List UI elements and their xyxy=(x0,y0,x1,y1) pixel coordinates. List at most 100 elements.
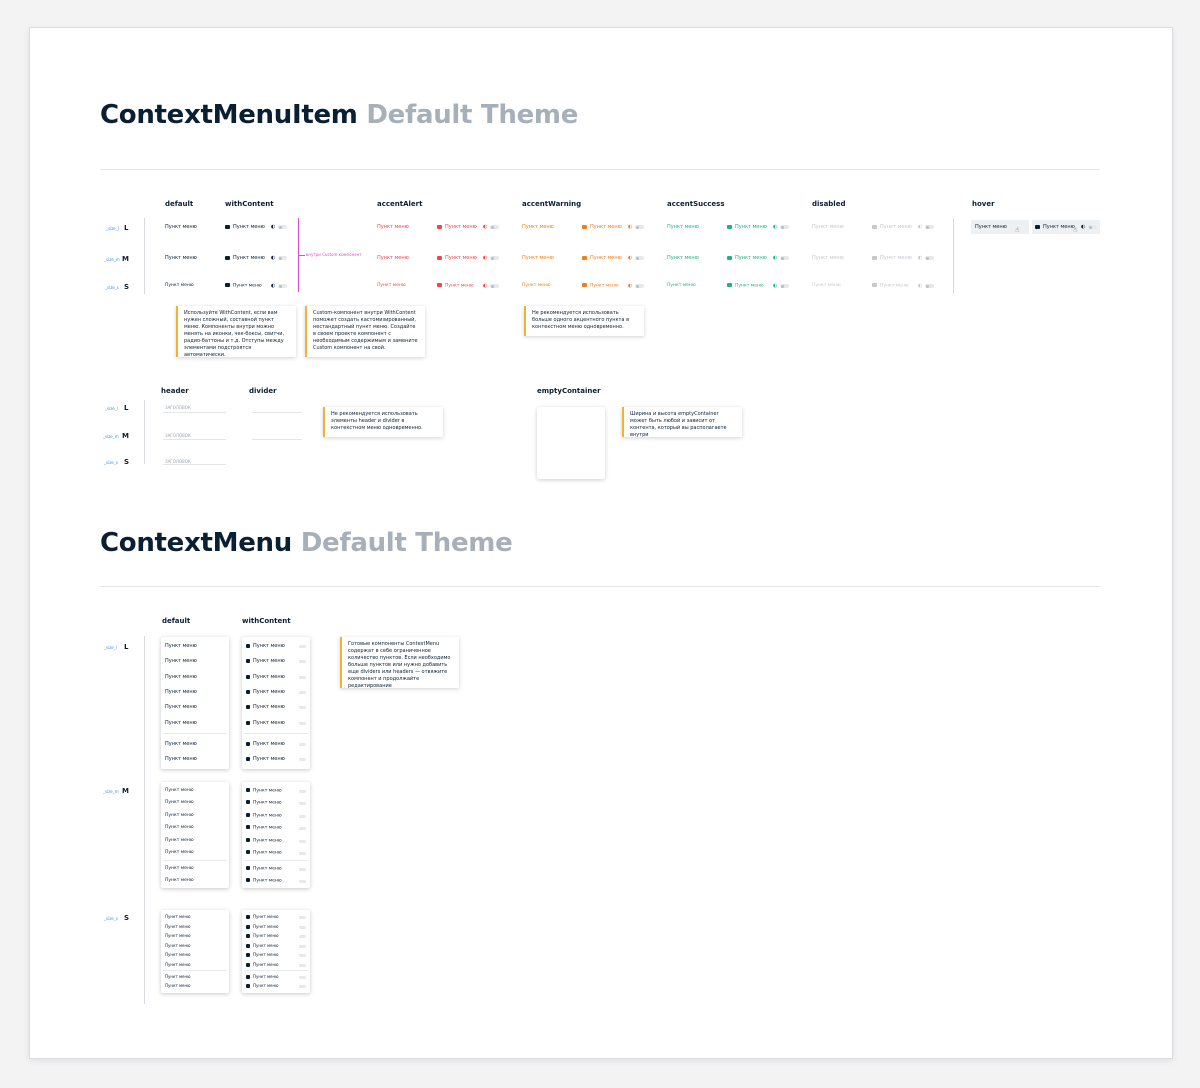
menu-item[interactable]: Пункт меню xyxy=(165,878,194,883)
toggle-switch[interactable] xyxy=(635,256,644,260)
menu-item-withcontent[interactable]: Пункт меню xyxy=(225,283,262,289)
menu-item[interactable]: Пункт меню xyxy=(246,838,282,844)
menu-item[interactable]: Пункт меню xyxy=(165,943,191,948)
menu-item[interactable]: Пункт меню xyxy=(165,825,194,830)
menu-item[interactable]: Пункт меню xyxy=(165,983,191,988)
toggle-switch[interactable] xyxy=(299,743,306,746)
toggle-switch[interactable] xyxy=(299,926,306,929)
menu-item[interactable]: Пункт меню xyxy=(246,788,282,794)
menu-item-default[interactable]: Пункт меню xyxy=(165,255,197,261)
menu-item[interactable]: Пункт меню xyxy=(246,720,285,726)
toggle-switch[interactable] xyxy=(299,935,306,938)
menu-item-warning-content[interactable]: Пункт меню xyxy=(582,224,622,230)
menu-item[interactable]: Пункт меню xyxy=(246,689,285,695)
toggle-switch[interactable] xyxy=(299,802,306,805)
menu-item[interactable]: Пункт меню xyxy=(246,756,285,762)
menu-item[interactable]: Пункт меню xyxy=(246,643,285,649)
menu-item[interactable]: Пункт меню xyxy=(246,952,278,957)
toggle-switch[interactable] xyxy=(299,852,306,855)
menu-item[interactable]: Пункт меню xyxy=(246,800,282,806)
menu-item[interactable]: Пункт меню xyxy=(165,813,194,818)
menu-item-alert-content[interactable]: Пункт меню xyxy=(437,255,477,261)
menu-item[interactable]: Пункт меню xyxy=(165,924,191,929)
menu-item[interactable]: Пункт меню xyxy=(246,943,278,948)
toggle-switch[interactable] xyxy=(299,954,306,957)
menu-item-default[interactable]: Пункт меню xyxy=(165,224,197,230)
menu-item[interactable]: Пункт меню xyxy=(165,674,197,680)
toggle-switch[interactable] xyxy=(299,758,306,761)
toggle-switch[interactable] xyxy=(299,691,306,694)
menu-item[interactable]: Пункт меню xyxy=(246,914,278,919)
menu-item-warning[interactable]: Пункт меню xyxy=(522,283,551,288)
toggle-switch[interactable] xyxy=(299,945,306,948)
menu-item-success[interactable]: Пункт меню xyxy=(667,255,699,261)
toggle-switch[interactable] xyxy=(299,815,306,818)
menu-item[interactable]: Пункт меню xyxy=(165,866,194,871)
menu-item-warning[interactable]: Пункт меню xyxy=(522,224,554,230)
toggle-switch[interactable] xyxy=(278,256,287,260)
menu-item[interactable]: Пункт меню xyxy=(246,674,285,680)
toggle-switch[interactable] xyxy=(780,284,789,288)
menu-item[interactable]: Пункт меню xyxy=(165,741,197,747)
menu-item-alert-content[interactable]: Пункт меню xyxy=(437,283,474,289)
menu-item[interactable]: Пункт меню xyxy=(246,866,282,872)
menu-item-alert[interactable]: Пункт меню xyxy=(377,255,409,261)
menu-item[interactable]: Пункт меню xyxy=(165,720,197,726)
menu-item-default[interactable]: Пункт меню xyxy=(165,283,194,288)
toggle-switch[interactable] xyxy=(1088,225,1097,229)
menu-item[interactable]: Пункт меню xyxy=(165,658,197,664)
menu-item[interactable]: Пункт меню xyxy=(165,952,191,957)
menu-item-alert-content[interactable]: Пункт меню xyxy=(437,224,477,230)
menu-item-success[interactable]: Пункт меню xyxy=(667,224,699,230)
menu-item[interactable]: Пункт меню xyxy=(165,933,191,938)
menu-item[interactable]: Пункт меню xyxy=(165,962,191,967)
menu-item[interactable]: Пункт меню xyxy=(246,983,278,988)
toggle-switch[interactable] xyxy=(299,645,306,648)
menu-item[interactable]: Пункт меню xyxy=(246,924,278,929)
menu-item[interactable]: Пункт меню xyxy=(246,704,285,710)
menu-item-warning[interactable]: Пункт меню xyxy=(522,255,554,261)
toggle-switch[interactable] xyxy=(299,827,306,830)
menu-item[interactable]: Пункт меню xyxy=(165,850,194,855)
menu-item[interactable]: Пункт меню xyxy=(165,704,197,710)
menu-item-warning-content[interactable]: Пункт меню xyxy=(582,283,619,289)
toggle-switch[interactable] xyxy=(635,284,644,288)
toggle-switch[interactable] xyxy=(490,225,499,229)
menu-item-success-content[interactable]: Пункт меню xyxy=(727,255,767,261)
menu-item[interactable]: Пункт меню xyxy=(165,838,194,843)
toggle-switch[interactable] xyxy=(278,225,287,229)
toggle-switch[interactable] xyxy=(490,256,499,260)
menu-item-alert[interactable]: Пункт меню xyxy=(377,224,409,230)
menu-item[interactable]: Пункт меню xyxy=(246,850,282,856)
menu-item[interactable]: Пункт меню xyxy=(165,689,197,695)
menu-item-withcontent[interactable]: Пункт меню xyxy=(225,255,265,261)
menu-item-hover-content[interactable]: Пункт меню xyxy=(1035,224,1075,230)
toggle-switch[interactable] xyxy=(278,284,287,288)
toggle-switch[interactable] xyxy=(780,225,789,229)
menu-item[interactable]: Пункт меню xyxy=(165,756,197,762)
menu-item[interactable]: Пункт меню xyxy=(246,658,285,664)
menu-item[interactable]: Пункт меню xyxy=(165,788,194,793)
toggle-switch[interactable] xyxy=(780,256,789,260)
menu-item-withcontent[interactable]: Пункт меню xyxy=(225,224,265,230)
menu-item[interactable]: Пункт меню xyxy=(246,878,282,884)
menu-item[interactable]: Пункт меню xyxy=(165,800,194,805)
menu-item[interactable]: Пункт меню xyxy=(165,643,197,649)
menu-item[interactable]: Пункт меню xyxy=(246,813,282,819)
toggle-switch[interactable] xyxy=(299,880,306,883)
menu-item[interactable]: Пункт меню xyxy=(246,974,278,979)
toggle-switch[interactable] xyxy=(635,225,644,229)
toggle-switch[interactable] xyxy=(299,916,306,919)
menu-item-warning-content[interactable]: Пункт меню xyxy=(582,255,622,261)
menu-item[interactable]: Пункт меню xyxy=(246,825,282,831)
menu-item[interactable]: Пункт меню xyxy=(165,914,191,919)
menu-item[interactable]: Пункт меню xyxy=(165,974,191,979)
toggle-switch[interactable] xyxy=(299,985,306,988)
menu-item-success-content[interactable]: Пункт меню xyxy=(727,283,764,289)
toggle-switch[interactable] xyxy=(299,660,306,663)
toggle-switch[interactable] xyxy=(299,964,306,967)
toggle-switch[interactable] xyxy=(299,722,306,725)
menu-item[interactable]: Пункт меню xyxy=(246,933,278,938)
toggle-switch[interactable] xyxy=(299,706,306,709)
menu-item-hover[interactable]: Пункт меню xyxy=(975,224,1007,230)
